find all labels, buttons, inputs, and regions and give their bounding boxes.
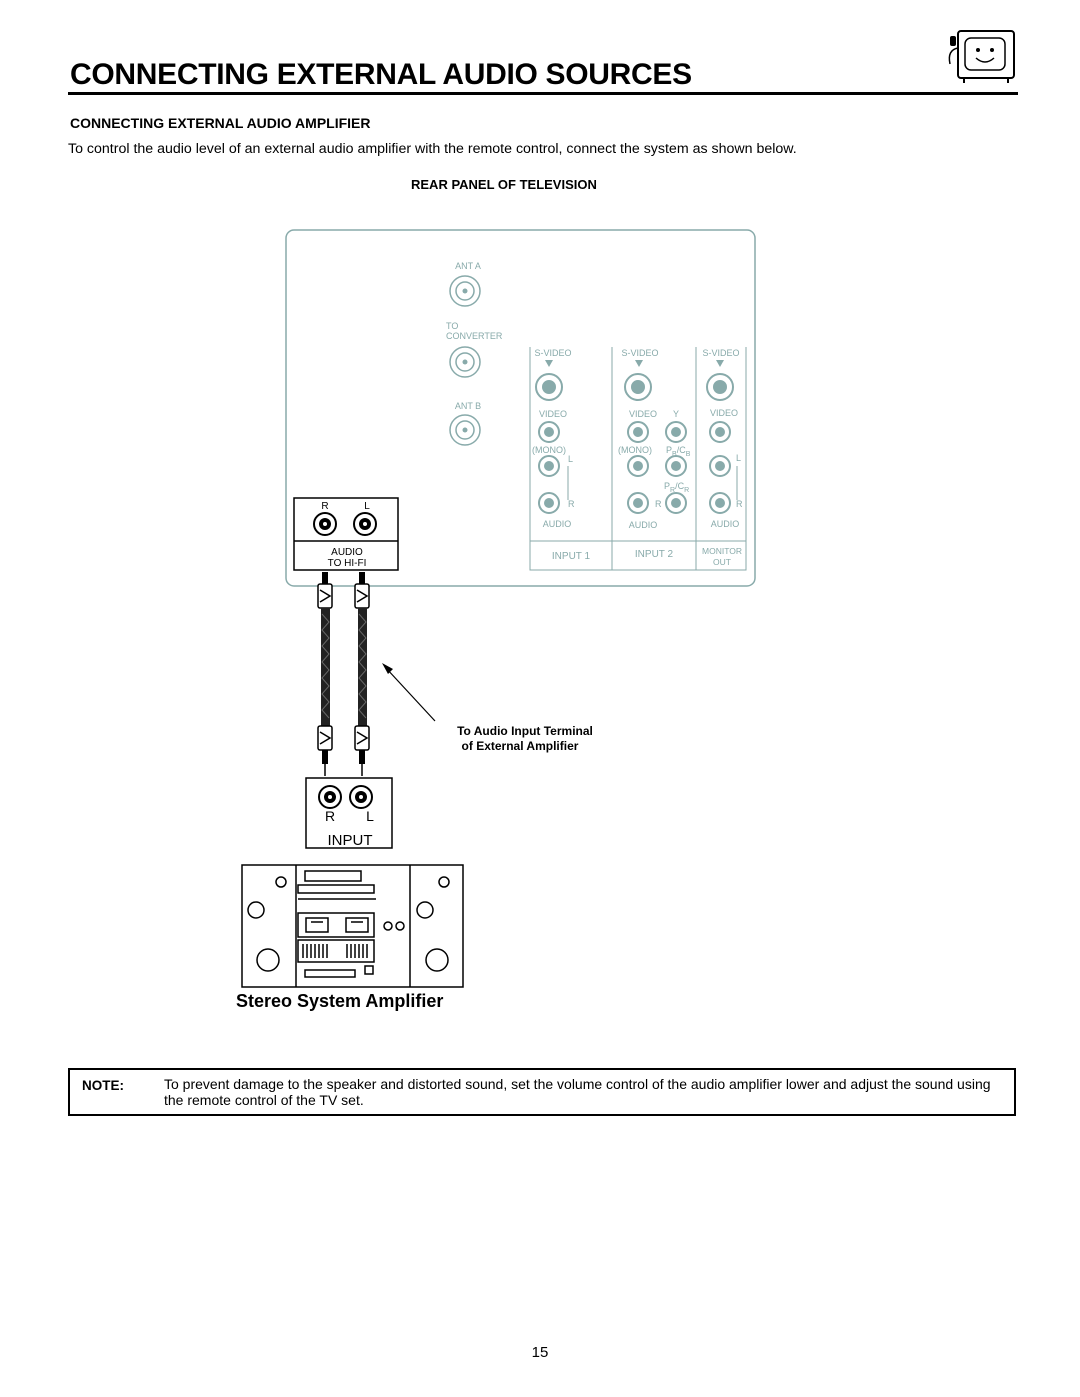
input2-svideo-label: S-VIDEO [621, 348, 658, 358]
callout-line-2: of External Amplifier [462, 739, 579, 753]
hifi-l-label: L [364, 501, 370, 512]
ant-a-jack [449, 275, 481, 307]
callout-arrow [382, 663, 436, 722]
input1-video-label: VIDEO [539, 409, 567, 419]
input-2-column: S-VIDEO VIDEO Y (MONO) PB/CB PR/CR R AUD… [618, 348, 691, 560]
title-rule [68, 92, 1018, 95]
input-2-label: INPUT 2 [635, 549, 674, 560]
input1-svideo-label: S-VIDEO [534, 348, 571, 358]
input2-y-label: Y [673, 409, 679, 419]
input2-pbcb-label: PB/CB [666, 445, 691, 458]
rca-cable-left [354, 572, 370, 776]
input2-video-label: VIDEO [629, 409, 657, 419]
monitor-l-label: L [736, 453, 741, 463]
input2-r-label: R [655, 499, 662, 509]
amplifier-caption: Stereo System Amplifier [236, 991, 444, 1011]
ant-a-label: ANT A [455, 261, 481, 271]
note-text: To prevent damage to the speaker and dis… [164, 1076, 991, 1108]
section-heading: CONNECTING EXTERNAL AUDIO AMPLIFIER [70, 115, 371, 131]
audio-to-hifi-box: R L AUDIO TO HI-FI [293, 497, 399, 571]
input2-prcr-label: PR/CR [664, 481, 689, 494]
input1-mono-label: (MONO) [532, 445, 566, 455]
callout-line-1: To Audio Input Terminal [457, 724, 593, 738]
out-label: OUT [713, 557, 731, 567]
connection-diagram: ANT A TO CONVERTER ANT B R L [241, 229, 756, 988]
to-converter-label-1: TO [446, 321, 458, 331]
input-1-column: S-VIDEO VIDEO (MONO) L R AUDIO INPUT 1 [532, 348, 591, 562]
amp-r-label: R [325, 808, 335, 824]
page-number: 15 [531, 1344, 549, 1361]
monitor-r-label: R [736, 499, 743, 509]
intro-paragraph: To control the audio level of an externa… [68, 141, 797, 157]
to-converter-label-2: CONVERTER [446, 331, 503, 341]
amp-input-label: INPUT [328, 832, 373, 849]
input1-r-label: R [568, 499, 575, 509]
monitor-label: MONITOR [702, 546, 742, 556]
ant-b-label: ANT B [455, 401, 481, 411]
monitor-video-label: VIDEO [710, 408, 738, 418]
input-1-label: INPUT 1 [552, 551, 591, 562]
amplifier-input-box: R L INPUT [305, 777, 393, 849]
amp-l-label: L [366, 808, 374, 824]
monitor-svideo-label: S-VIDEO [702, 348, 739, 358]
tv-mascot-icon [948, 30, 1015, 83]
rca-cable-right [317, 572, 333, 776]
monitor-audio-label: AUDIO [711, 519, 740, 529]
hifi-label-1: AUDIO [331, 547, 363, 558]
note-label: NOTE: [82, 1078, 124, 1093]
page-title: CONNECTING EXTERNAL AUDIO SOURCES [70, 58, 692, 91]
ant-b-jack [449, 414, 481, 446]
input1-audio-label: AUDIO [543, 519, 572, 529]
diagram-title: REAR PANEL OF TELEVISION [411, 177, 597, 192]
to-converter-jack [449, 346, 481, 378]
note-box: NOTE: To prevent damage to the speaker a… [68, 1068, 1016, 1116]
hifi-r-label: R [321, 501, 328, 512]
stereo-system-illustration [241, 864, 464, 988]
input1-l-label: L [568, 454, 573, 464]
tv-rear-panel: ANT A TO CONVERTER ANT B R L [285, 229, 756, 587]
input2-audio-label: AUDIO [629, 520, 658, 530]
input2-mono-label: (MONO) [618, 445, 652, 455]
monitor-out-column: S-VIDEO VIDEO L R AUDIO MONITOR OUT [702, 348, 743, 567]
hifi-label-2: TO HI-FI [328, 558, 367, 569]
